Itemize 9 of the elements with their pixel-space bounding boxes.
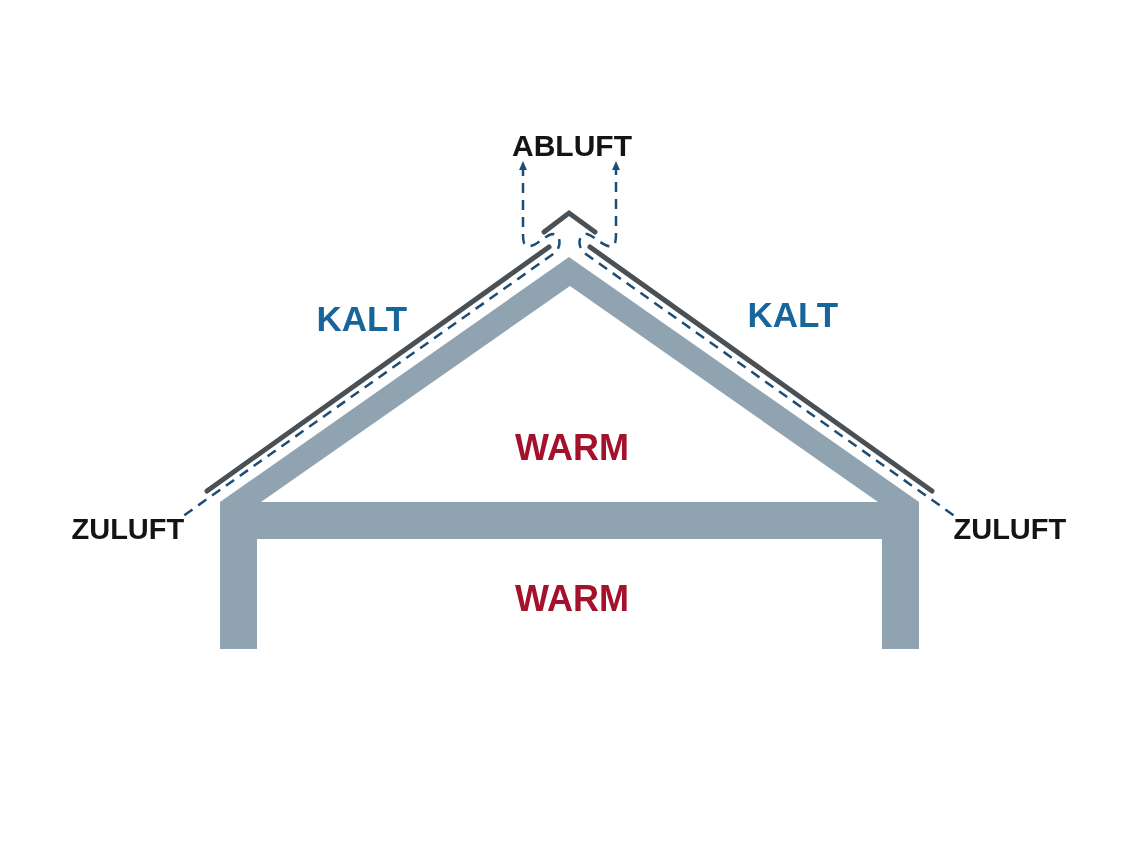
airflow-arrow — [578, 161, 955, 517]
exhaust-air-label: ABLUFT — [512, 131, 632, 162]
zone-label: KALT — [747, 297, 839, 333]
supply-air-label: ZULUFT — [71, 515, 185, 545]
airflow-arrow — [183, 161, 561, 517]
supply-air-label: ZULUFT — [953, 515, 1067, 545]
zone-label: WARM — [515, 430, 629, 467]
zone-label: KALT — [316, 301, 408, 337]
zone-label: WARM — [515, 581, 629, 618]
